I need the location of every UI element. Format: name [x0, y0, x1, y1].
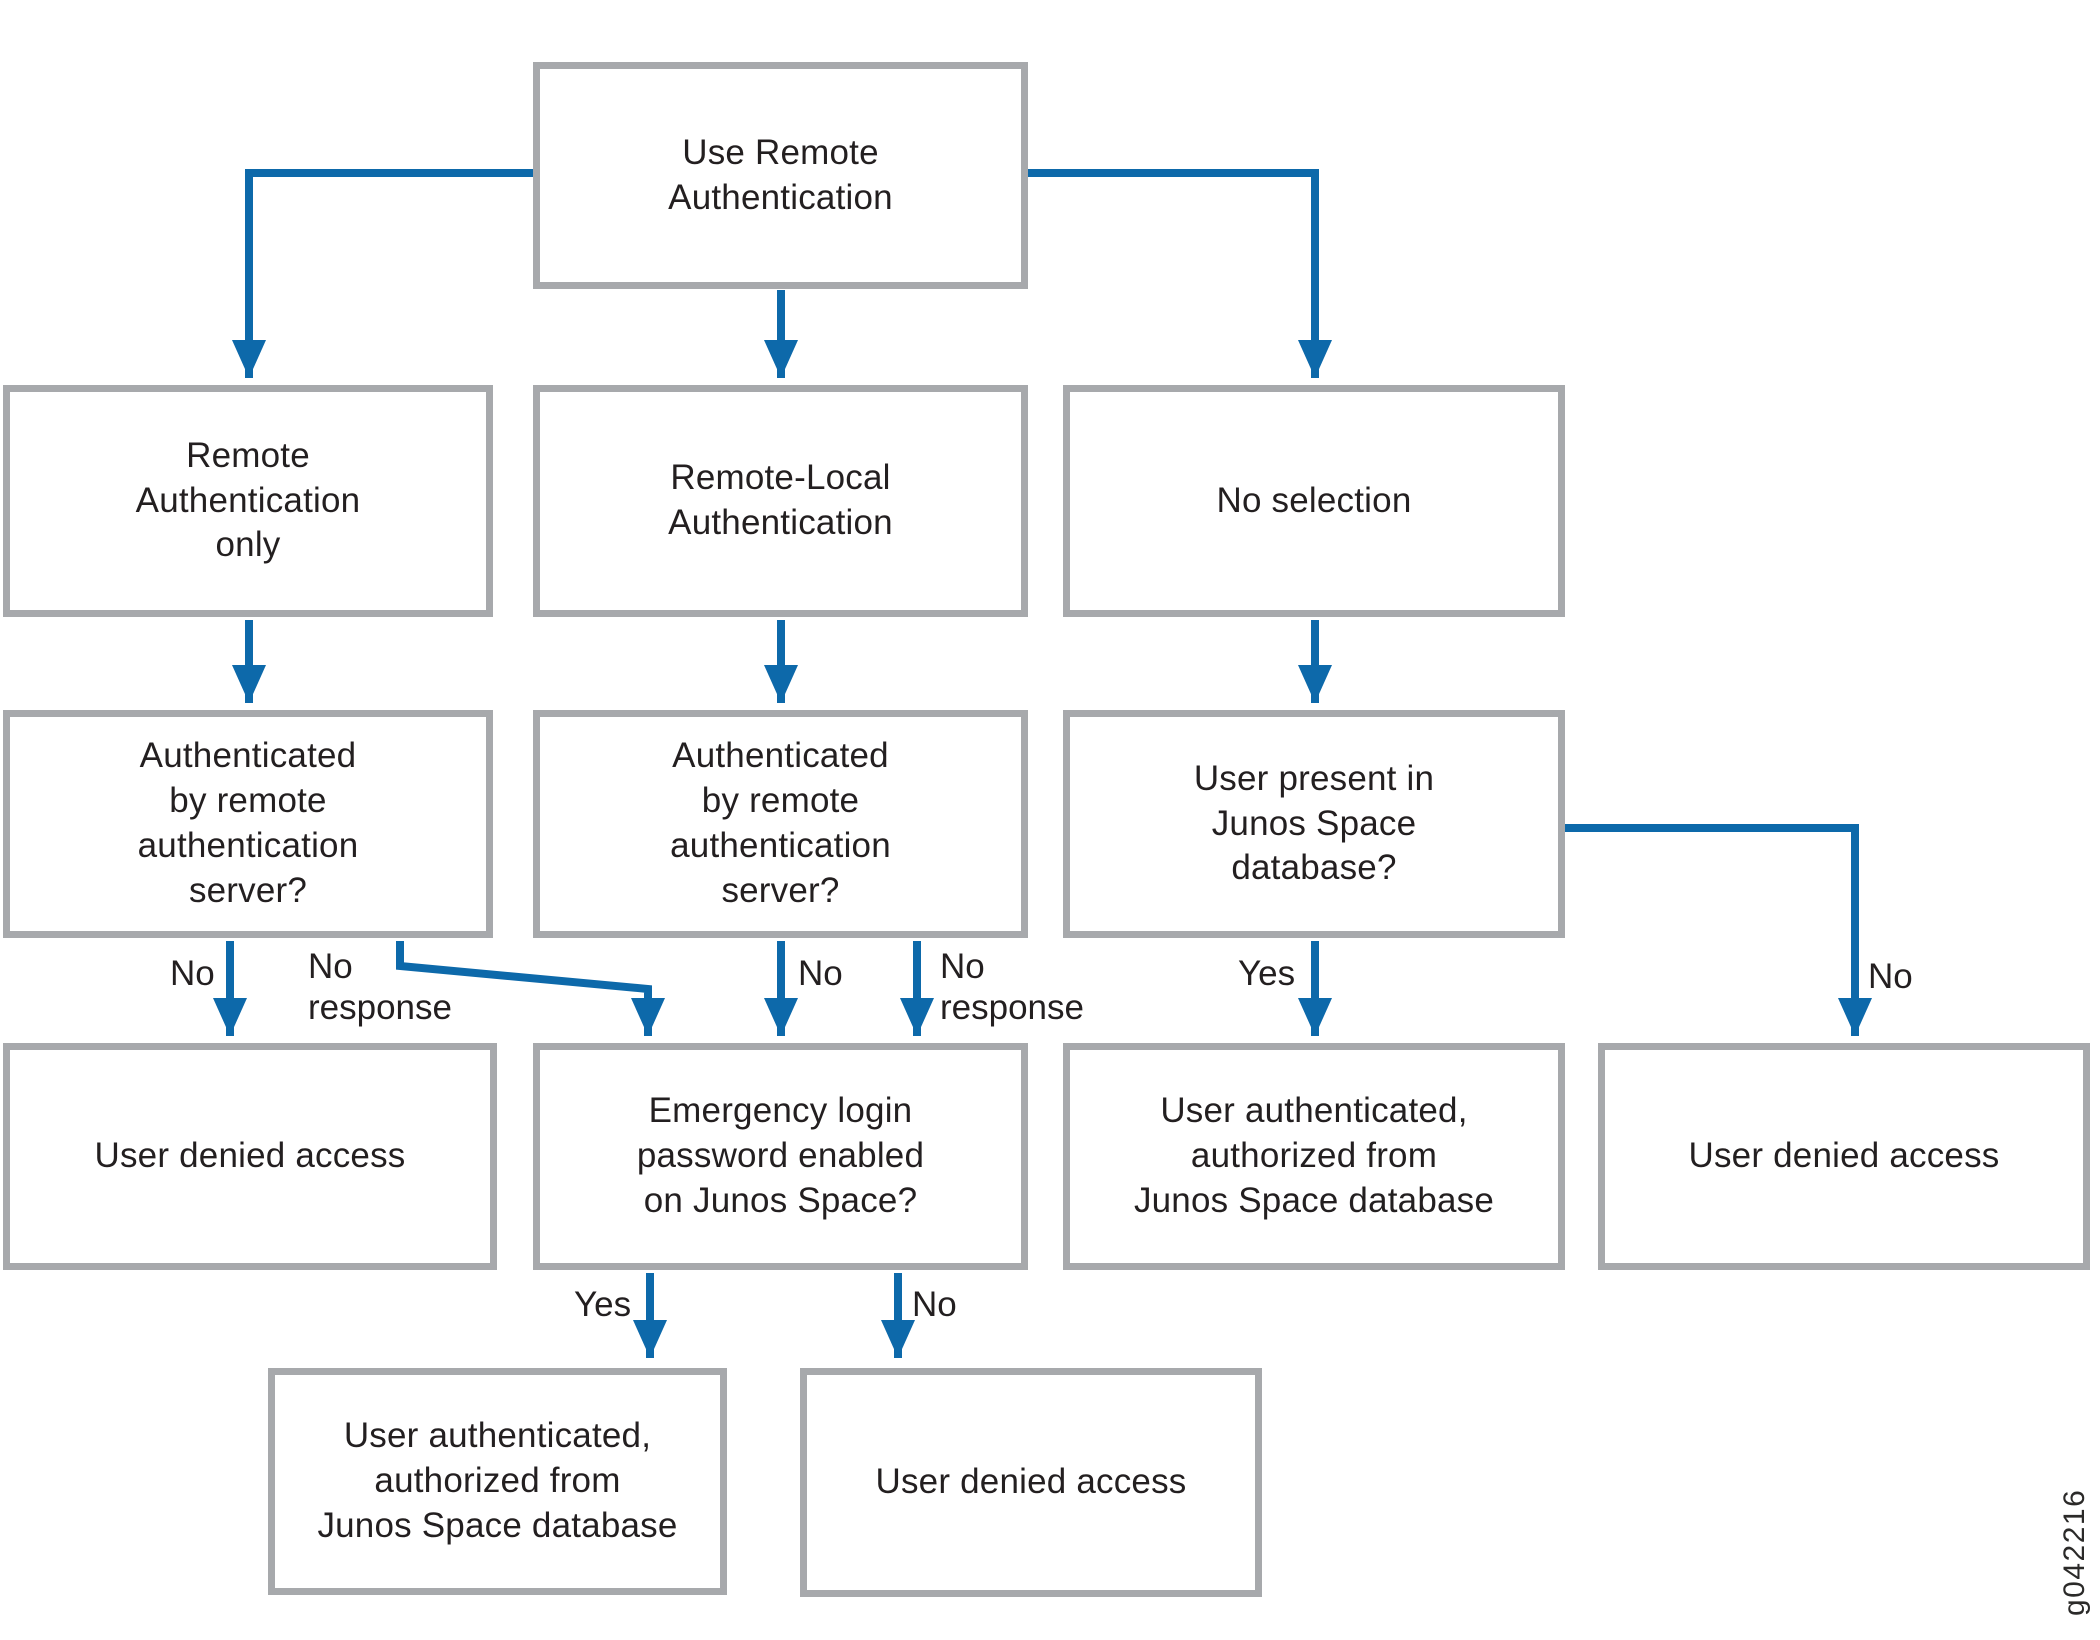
- edge-label-no-left: No: [170, 954, 215, 993]
- node-use-remote-authentication: Use Remote Authentication: [533, 62, 1028, 289]
- node-emergency-login-password: Emergency login password enabled on Juno…: [533, 1043, 1028, 1270]
- node-label: User denied access: [875, 1462, 1187, 1502]
- edge-no-response-to-emergency-left: [396, 941, 665, 1036]
- edge-label-no-response-mid: No response: [940, 947, 1084, 1028]
- node-label: User authenticated, authorized from Juno…: [317, 1416, 678, 1545]
- edge-root-to-no-selection: [1024, 169, 1332, 378]
- node-label: User present in Junos Space database?: [1193, 758, 1435, 888]
- node-label: Authenticated by remote authentication s…: [137, 736, 359, 910]
- node-authenticated-by-remote-server-mid: Authenticated by remote authentication s…: [533, 710, 1028, 938]
- node-user-denied-access-far-right: User denied access: [1598, 1043, 2090, 1270]
- node-remote-authentication-only: Remote Authentication only: [3, 385, 493, 617]
- node-label: Emergency login password enabled on Juno…: [636, 1091, 925, 1220]
- edge-no-to-denied-far-right: [1560, 824, 1872, 1036]
- node-authenticated-by-remote-server-left: Authenticated by remote authentication s…: [3, 710, 493, 938]
- node-label: Authenticated by remote authentication s…: [670, 736, 891, 910]
- node-label: User authenticated, authorized from Juno…: [1133, 1091, 1495, 1220]
- node-label: Remote Authentication only: [135, 435, 361, 565]
- node-label: Remote-Local Authentication: [668, 458, 893, 542]
- node-label: User denied access: [94, 1136, 406, 1176]
- edge-label-no-mid: No: [798, 954, 843, 993]
- edge-label-yes-bottom: Yes: [574, 1285, 632, 1324]
- node-label: No selection: [1216, 480, 1412, 520]
- node-user-authenticated-bottom: User authenticated, authorized from Juno…: [268, 1368, 727, 1595]
- node-user-present-in-junos-space-db: User present in Junos Space database?: [1063, 710, 1565, 938]
- edge-label-no-bottom: No: [912, 1285, 957, 1324]
- edge-root-to-remote-only: [232, 169, 537, 378]
- node-label: User denied access: [1688, 1136, 2000, 1176]
- node-user-authenticated-right: User authenticated, authorized from Juno…: [1063, 1043, 1565, 1270]
- node-no-selection: No selection: [1063, 385, 1565, 617]
- node-user-denied-access-left: User denied access: [3, 1043, 497, 1270]
- node-user-denied-access-bottom: User denied access: [800, 1368, 1262, 1597]
- figure-id-watermark: g042216: [2058, 1488, 2091, 1616]
- node-label: Use Remote Authentication: [668, 132, 893, 217]
- edge-label-no-far-right: No: [1868, 957, 1913, 996]
- node-remote-local-authentication: Remote-Local Authentication: [533, 385, 1028, 617]
- edge-label-no-response-left: No response: [308, 947, 452, 1028]
- edge-label-yes-right: Yes: [1238, 954, 1296, 993]
